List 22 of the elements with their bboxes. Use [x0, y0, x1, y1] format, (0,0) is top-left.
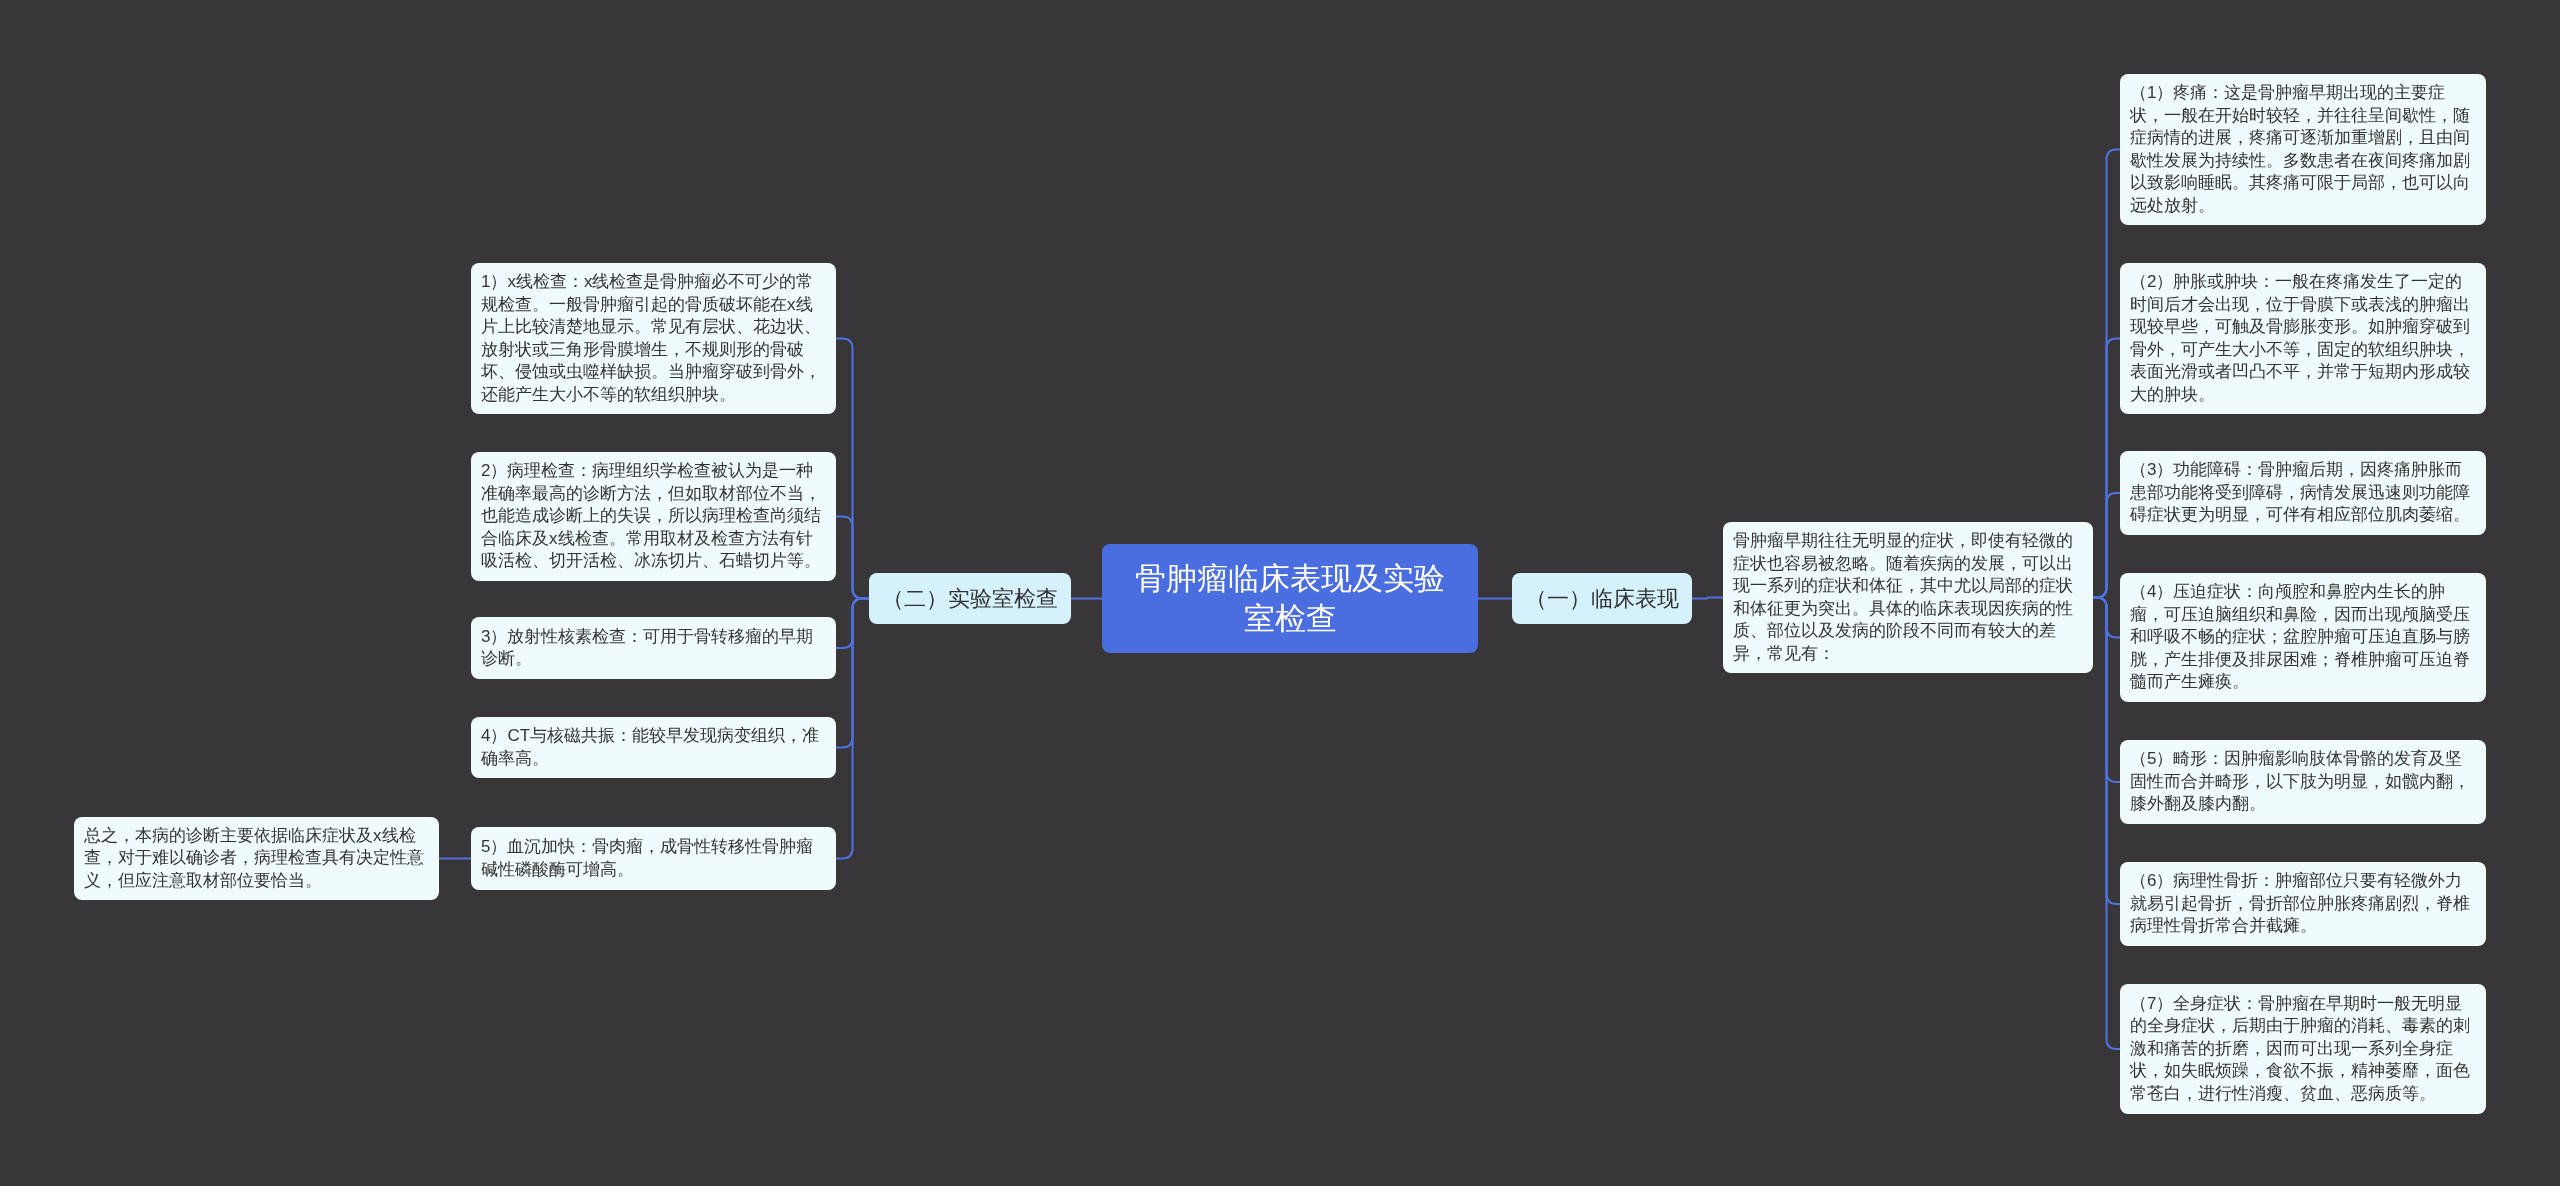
connector-line	[1477, 597, 1513, 600]
text-card: 4）CT与核磁共振：能较早发现病变组织，准确率高。	[471, 717, 836, 778]
text-card: （2）肿胀或肿块：一般在疼痛发生了一定的时间后才会出现，位于骨膜下或表浅的肿瘤出现较早些，可触及骨膨胀变形。如肿瘤穿破到骨外，可产生大小不等，固定的软组织肿块，表面光滑或者凹凸不平，并常于短期内形成较大的肿块。	[2120, 263, 2486, 414]
connector-line	[1070, 597, 1103, 600]
text-card: （7）全身症状：骨肿瘤在早期时一般无明显的全身症状，后期由于肿瘤的消耗、毒素的刺激和痛苦的折磨，因而可出现一系列全身症状，如失眠烦躁，食欲不振，精神萎靡，面色常苍白，进行性消瘦、贫血、恶病质等。	[2120, 984, 2486, 1114]
branch-box: （一）临床表现	[1512, 573, 1692, 624]
connector-line	[1691, 596, 1724, 600]
text-card: 3）放射性核素检查：可用于骨转移瘤的早期诊断。	[471, 617, 836, 679]
text-card: 1）x线检查：x线检查是骨肿瘤必不可少的常规检查。一般骨肿瘤引起的骨质破坏能在x线片上比较清楚地显示。常见有层状、花边状、放射状或三角形骨膜增生，不规则形的骨破坏、侵蚀或虫噬样缺损。当肿瘤穿破到骨外，还能产生大小不等的软组织肿块。	[471, 263, 836, 414]
text-card: 2）病理检查：病理组织学检查被认为是一种准确率最高的诊断方法，但如取材部位不当，也能造成诊断上的失误，所以病理检查尚须结合临床及x线检查。常用取材及检查方法有针吸活检、切开活检、冰冻切片、石蜡切片等。	[471, 452, 836, 581]
text-card: （1）疼痛：这是骨肿瘤早期出现的主要症状，一般在开始时较轻，并往往呈间歇性，随症病情的进展，疼痛可逐渐加重增剧，且由间歇性发展为持续性。多数患者在夜间疼痛加剧以致影响睡眠。其疼痛可限于局部，也可以向远处放射。	[2120, 74, 2486, 225]
connector-line	[835, 597, 870, 860]
text-card: 骨肿瘤早期往往无明显的症状，即使有轻微的症状也容易被忽略。随着疾病的发展，可以出现一系列的症状和体征，其中尤以局部的症状和体征更为突出。具体的临床表现因疾病的性质、部位以及发病的阶段不同而有较大的差异，常见有：	[1723, 522, 2093, 673]
branch-box: （二）实验室检查	[869, 573, 1071, 624]
connector-line	[438, 857, 472, 860]
text-card: （6）病理性骨折：肿瘤部位只要有轻微外力就易引起骨折，骨折部位肿胀疼痛剧烈，脊椎病理性骨折常合并截瘫。	[2120, 862, 2486, 946]
text-card: 5）血沉加快：骨肉瘤，成骨性转移性骨肿瘤碱性磷酸酶可增高。	[471, 827, 836, 890]
text-card: （3）功能障碍：骨肿瘤后期，因疼痛肿胀而患部功能将受到障碍，病情发展迅速则功能障碍症状更为明显，可伴有相应部位肌肉萎缩。	[2120, 451, 2486, 535]
text-card: （4）压迫症状：向颅腔和鼻腔内生长的肿瘤，可压迫脑组织和鼻险，因而出现颅脑受压和呼吸不畅的症状；盆腔肿瘤可压迫直肠与膀胱，产生排便及排尿困难；脊椎肿瘤可压迫脊髓而产生瘫痪。	[2120, 573, 2486, 702]
text-card: 总之，本病的诊断主要依据临床症状及x线检查，对于难以确诊者，病理检查具有决定性意义，但应注意取材部位要恰当。	[74, 817, 439, 900]
text-card: （5）畸形：因肿瘤影响肢体骨骼的发育及坚固性而合并畸形，以下肢为明显，如髋内翻，膝外翻及膝内翻。	[2120, 740, 2486, 824]
central-topic-box: 骨肿瘤临床表现及实验室检查	[1102, 544, 1478, 653]
